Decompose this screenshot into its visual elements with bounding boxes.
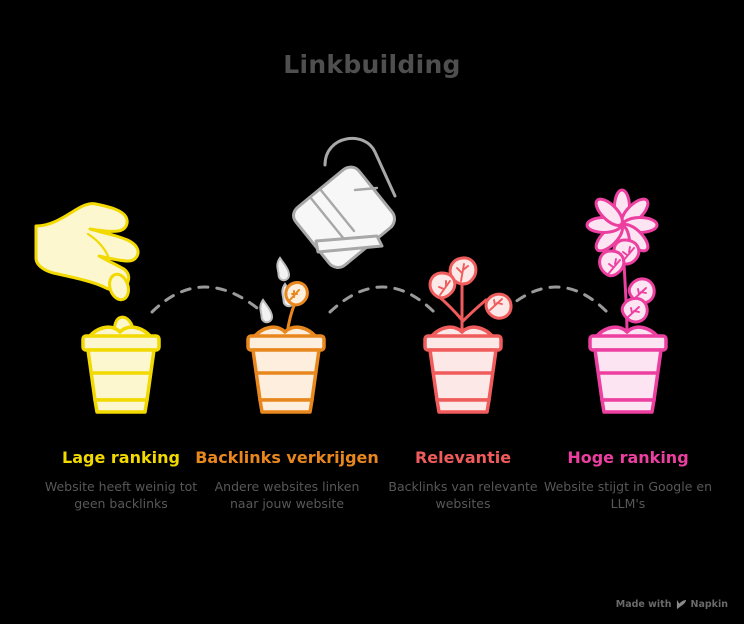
sprout-2-vein: [288, 289, 300, 302]
plant-4: [585, 188, 659, 336]
pot-1-body: [86, 348, 156, 402]
plant-3: [428, 256, 513, 336]
water-drops: [259, 256, 296, 324]
plant-3-stem-left: [435, 293, 464, 322]
pot-1-rim: [81, 334, 161, 352]
plant-3-leaf-left: [428, 271, 457, 300]
pot-4-body: [593, 348, 663, 402]
pot-3-body: [428, 348, 498, 402]
stage-column-3: Relevantie Backlinks van relevante websi…: [368, 448, 558, 512]
connector-arcs: [150, 285, 609, 314]
pot-1-base: [93, 398, 149, 414]
stage-4-heading: Hoge ranking: [567, 448, 689, 467]
watering-can-detail: [353, 186, 379, 192]
footer-brand: Napkin: [690, 599, 729, 610]
stage-column-2: Backlinks verkrijgen Andere websites lin…: [192, 448, 382, 512]
pot-2-body: [251, 348, 321, 402]
stage-1-heading: Lage ranking: [62, 448, 180, 467]
stage-1-body: Website heeft weinig tot geen backlinks: [44, 479, 198, 511]
watering-can-stripe-2: [318, 187, 356, 233]
stage-4-body: Website stijgt in Google en LLM's: [543, 479, 712, 511]
napkin-attribution[interactable]: Made with Napkin: [616, 599, 728, 610]
watering-can-body: [292, 165, 396, 269]
flower-icon: [585, 188, 659, 262]
stage-column-4: Hoge ranking Website stijgt in Google en…: [533, 448, 723, 512]
plant-3-leaf-center: [448, 256, 478, 286]
pot-3-base: [435, 398, 491, 414]
watering-can-handle: [323, 136, 397, 198]
stage-2-body: Andere websites linken naar jouw website: [214, 479, 360, 511]
stage-1-illustration: [34, 202, 161, 414]
plant-3-leaf-right: [484, 292, 513, 320]
plant-4-leaf-3: [627, 277, 656, 305]
sprout-2-leaf: [284, 281, 309, 307]
stage-3-heading: Relevantie: [414, 448, 512, 467]
connector-arc-1: [150, 285, 264, 314]
water-drop-1: [276, 256, 291, 282]
page-title: Linkbuilding: [283, 50, 461, 79]
pot-1: [81, 325, 161, 414]
connector-arc-3: [501, 285, 609, 314]
pot-3-rim: [423, 334, 503, 352]
stage-4-illustration: [585, 188, 668, 414]
watering-can-icon: [292, 136, 397, 269]
sprout-2: [284, 281, 309, 336]
seed-falling: [108, 272, 130, 302]
stage-2-heading: Backlinks verkrijgen: [195, 448, 379, 467]
napkin-leaf-icon: [676, 599, 687, 610]
stage-3-body: Backlinks van relevante websites: [388, 479, 538, 511]
watering-can-spout: [314, 234, 384, 254]
pot-4-rim: [588, 334, 668, 352]
pot-3-soil: [428, 325, 496, 340]
plant-4-leaf-4: [620, 296, 649, 324]
watering-can-stripe-1: [308, 195, 346, 241]
pot-4: [588, 325, 668, 414]
plant-3-veins: [438, 263, 503, 311]
plant-4-veins: [608, 246, 647, 319]
pot-2: [246, 325, 326, 414]
plant-4-leaf-2: [598, 249, 626, 278]
water-drop-3: [259, 298, 274, 324]
plant-3-stem-right: [460, 298, 488, 324]
plant-4-leaf-1: [612, 238, 641, 266]
pot-2-rim: [246, 334, 326, 352]
hand-dropping-seed-icon: [34, 202, 140, 292]
stage-column-1: Lage ranking Website heeft weinig tot ge…: [26, 448, 216, 512]
footer-prefix: Made with: [615, 599, 672, 610]
connector-arc-2: [328, 285, 436, 314]
plant-4-stem: [621, 246, 629, 336]
seed-in-pot: [113, 315, 135, 345]
pot-4-base: [600, 398, 656, 414]
pot-2-soil: [251, 325, 319, 340]
pot-4-soil: [593, 325, 661, 340]
water-drop-2: [281, 282, 296, 308]
sprout-2-stem: [285, 301, 297, 336]
stage-2-illustration: [246, 136, 397, 414]
pot-1-soil: [86, 325, 154, 340]
stage-3-illustration: [423, 256, 513, 414]
pot-2-base: [258, 398, 314, 414]
pot-3: [423, 325, 503, 414]
